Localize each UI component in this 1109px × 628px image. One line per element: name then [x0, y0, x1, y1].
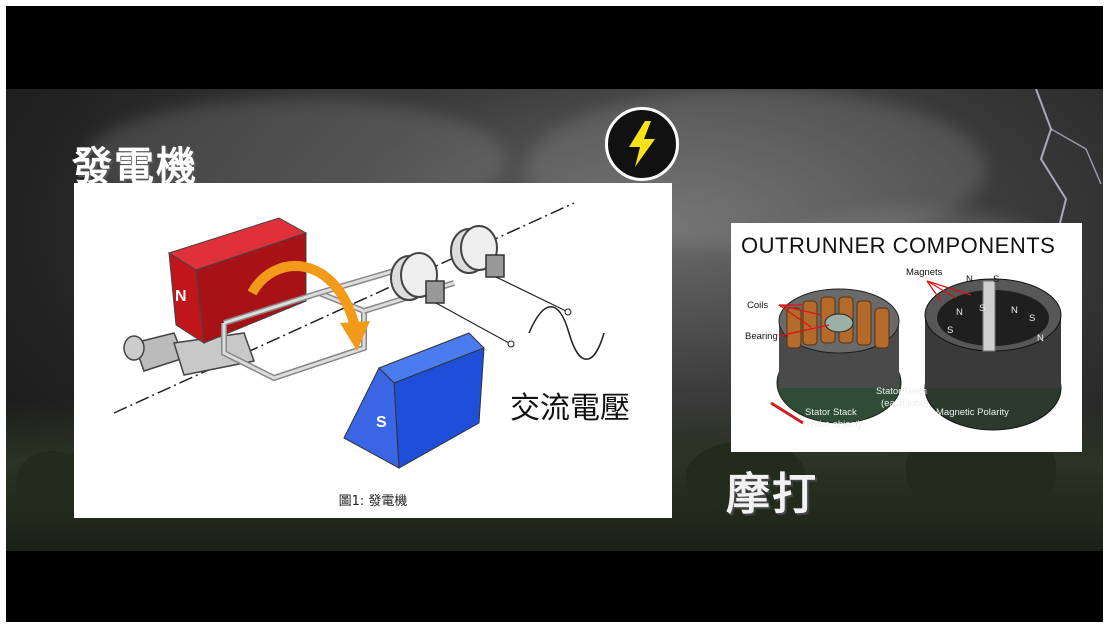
pole-n-label: N	[1011, 305, 1018, 316]
pole-s-label: S	[1029, 313, 1036, 324]
north-pole-label: N	[175, 288, 187, 305]
figure-caption: 圖1: 發電機	[338, 494, 408, 509]
generator-illustration: N	[113, 202, 605, 469]
stator-stack-label: Stator Stack	[805, 407, 857, 418]
generator-title: 發電機	[72, 144, 198, 190]
motor-title: 摩打	[726, 469, 818, 520]
pole-n-label: N	[956, 307, 963, 318]
coils-label: Coils	[747, 300, 769, 311]
lightning-badge	[605, 107, 679, 181]
ac-voltage-label: 交流電壓	[510, 391, 630, 426]
outrunner-illustration	[770, 278, 1062, 431]
magnetic-polarity-label: Magnetic Polarity	[936, 407, 1009, 418]
pole-n-label: N	[1037, 333, 1044, 344]
generator-diagram: N	[74, 183, 672, 518]
pole-s-label: S	[993, 274, 1000, 285]
pole-s-label: S	[979, 303, 986, 314]
outrunner-diagram: OUTRUNNER COMPONENTS	[731, 223, 1082, 452]
stator-stack-note: (entire object)	[803, 419, 862, 430]
stator-teeth-label: Stator Teeth	[876, 386, 928, 397]
magnets-label: Magnets	[906, 267, 943, 278]
pole-s-label: S	[947, 325, 954, 336]
south-pole-label: S	[376, 414, 387, 431]
stator-teeth-note: (each lobe)	[881, 398, 929, 409]
lightning-bolt-icon	[629, 121, 655, 167]
outrunner-heading: OUTRUNNER COMPONENTS	[741, 233, 1056, 258]
pole-n-label: N	[966, 274, 973, 285]
bearing-label: Bearing	[745, 331, 778, 342]
